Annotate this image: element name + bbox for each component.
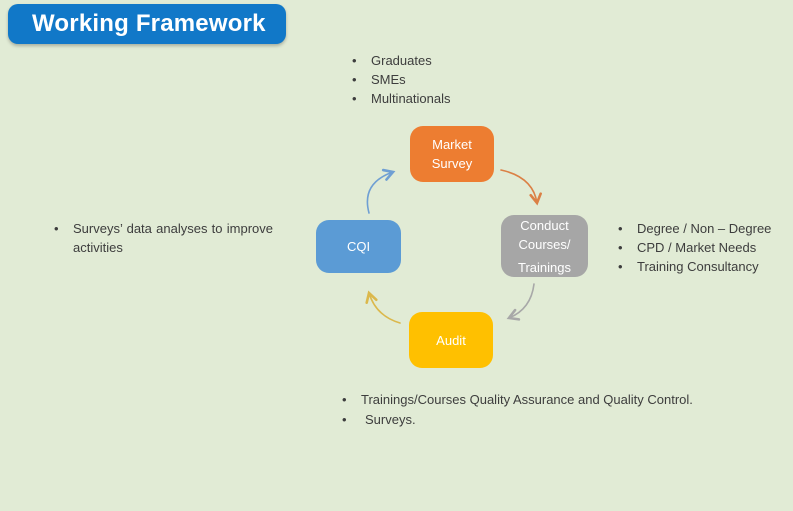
list-item-text: CPD / Market Needs bbox=[637, 240, 757, 255]
bottom-bullet-list: Trainings/Courses Quality Assurance and … bbox=[338, 390, 693, 430]
list-item: Trainings/Courses Quality Assurance and … bbox=[338, 390, 693, 410]
bullet-icon bbox=[348, 70, 371, 89]
node-label-line: Survey bbox=[431, 156, 473, 171]
top-bullet-list: Graduates SMEs Multinationals bbox=[348, 51, 451, 108]
list-item-text: Graduates bbox=[371, 53, 432, 68]
node-label-line: Market bbox=[432, 137, 472, 152]
arrow-market-survey-to-conduct bbox=[500, 169, 542, 206]
bullet-icon bbox=[348, 51, 371, 70]
node-label-line: Conduct bbox=[520, 217, 569, 233]
cqi-node: CQI bbox=[316, 220, 401, 273]
list-item: Multinationals bbox=[348, 89, 451, 108]
market-survey-node: Market Survey bbox=[410, 126, 494, 182]
bullet-icon bbox=[338, 410, 361, 430]
slide-title-box: Working Framework bbox=[8, 4, 286, 44]
list-item: Degree / Non – Degree bbox=[614, 219, 771, 238]
list-item-text: Surveys. bbox=[365, 412, 416, 427]
arrow-audit-to-cqi bbox=[365, 290, 401, 324]
list-item-text: SMEs bbox=[371, 72, 406, 87]
left-bullet-list: Surveys’ data analyses to improve activi… bbox=[50, 219, 273, 257]
list-item: Surveys’ data analyses to improve activi… bbox=[50, 219, 273, 257]
list-item: Graduates bbox=[348, 51, 451, 70]
arrow-cqi-to-market-survey bbox=[366, 168, 396, 214]
bullet-icon bbox=[614, 219, 637, 238]
node-label-line: Trainings bbox=[518, 259, 571, 275]
conduct-courses-node: Conduct Courses/ Trainings bbox=[501, 215, 588, 277]
slide-title: Working Framework bbox=[32, 10, 266, 37]
right-bullet-list: Degree / Non – Degree CPD / Market Needs… bbox=[614, 219, 771, 276]
node-label-line: Audit bbox=[436, 332, 466, 348]
bullet-icon bbox=[348, 89, 371, 108]
list-item: CPD / Market Needs bbox=[614, 238, 771, 257]
bullet-icon bbox=[614, 238, 637, 257]
list-item-text: Surveys’ data analyses to improve activi… bbox=[73, 221, 273, 255]
audit-node: Audit bbox=[409, 312, 493, 368]
list-item-text: Multinationals bbox=[371, 91, 451, 106]
node-label-line: CQI bbox=[346, 239, 371, 254]
bullet-icon bbox=[338, 390, 361, 410]
list-item-text: Trainings/Courses Quality Assurance and … bbox=[361, 392, 693, 407]
node-label-line: Courses/ bbox=[518, 236, 571, 252]
list-item: Training Consultancy bbox=[614, 257, 771, 276]
list-item: SMEs bbox=[348, 70, 451, 89]
list-item-text: Degree / Non – Degree bbox=[637, 221, 772, 236]
bullet-icon bbox=[614, 257, 637, 276]
arrow-conduct-to-audit bbox=[506, 283, 535, 321]
list-item-text: Training Consultancy bbox=[637, 259, 759, 274]
list-item: Surveys. bbox=[338, 410, 693, 430]
bullet-icon bbox=[50, 219, 73, 238]
